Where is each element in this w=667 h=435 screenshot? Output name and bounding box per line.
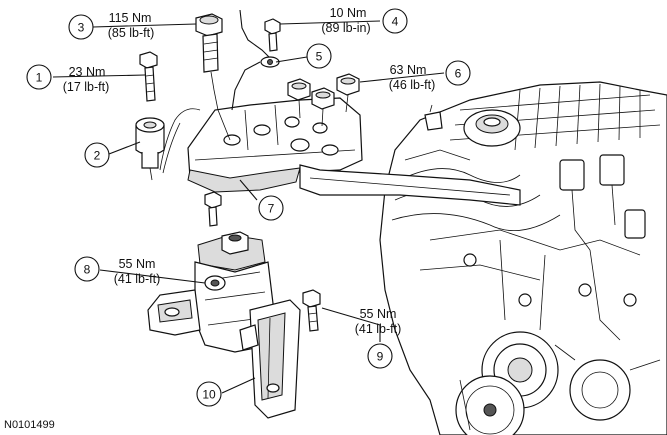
callout-1: 1 (26, 64, 52, 90)
callout-8-torque-nm: 55 Nm (119, 257, 156, 271)
engine-block-illustration (379, 81, 667, 435)
callout-6: 6 (445, 60, 471, 86)
callout-1-torque-imperial: (17 lb-ft) (63, 80, 110, 94)
callout-9-number: 9 (377, 350, 384, 364)
figure-code: N0101499 (4, 419, 55, 431)
nut-left (287, 78, 311, 101)
callout-10: 10 (196, 381, 222, 407)
callout-9: 9 (367, 343, 393, 369)
callout-8-number: 8 (84, 263, 91, 277)
bolt-4 (264, 18, 281, 52)
callout-4-number: 4 (392, 15, 399, 29)
nut-right (336, 73, 360, 96)
insulator-2 (135, 117, 165, 181)
callout-4-torque-nm: 10 Nm (330, 6, 367, 20)
callout-9-torque-imperial: (41 lb-ft) (355, 322, 402, 336)
lower-mount-stud-bolt (204, 191, 222, 227)
upper-mount-bracket (187, 97, 521, 206)
callout-6-torque-nm: 63 Nm (390, 63, 427, 77)
callout-8: 8 (74, 256, 100, 282)
callout-2: 2 (84, 142, 110, 168)
callout-3-number: 3 (78, 21, 85, 35)
bolt-9 (302, 289, 321, 332)
callout-5: 5 (306, 43, 332, 69)
mount-nuts (287, 73, 360, 127)
callout-9-torque-nm: 55 Nm (360, 307, 397, 321)
callout-8-torque-imperial: (41 lb-ft) (114, 272, 161, 286)
bolt-3 (195, 13, 231, 141)
valve-cover-ribs (514, 83, 641, 151)
callout-5-number: 5 (316, 50, 323, 64)
callout-3-torque-imperial: (85 lb-ft) (108, 26, 155, 40)
callout-2-number: 2 (94, 149, 101, 163)
callout-4-torque-imperial: (89 lb-in) (321, 21, 370, 35)
callout-6-number: 6 (455, 67, 462, 81)
callout-1-torque-nm: 23 Nm (69, 65, 106, 79)
callout-7: 7 (258, 195, 284, 221)
callout-7-number: 7 (268, 202, 275, 216)
bolt-1 (139, 51, 158, 102)
callout-3-torque-nm: 115 Nm (109, 11, 152, 25)
lower-engine-mount (147, 231, 301, 419)
callout-1-number: 1 (36, 71, 43, 85)
wire-clip-5 (231, 9, 280, 111)
callout-6-torque-imperial: (46 lb-ft) (389, 78, 436, 92)
callout-3: 3 (68, 14, 94, 40)
leader-lines (52, 20, 445, 394)
nut-middle (311, 87, 335, 110)
callout-4: 4 (382, 8, 408, 34)
callout-10-number: 10 (202, 388, 216, 402)
